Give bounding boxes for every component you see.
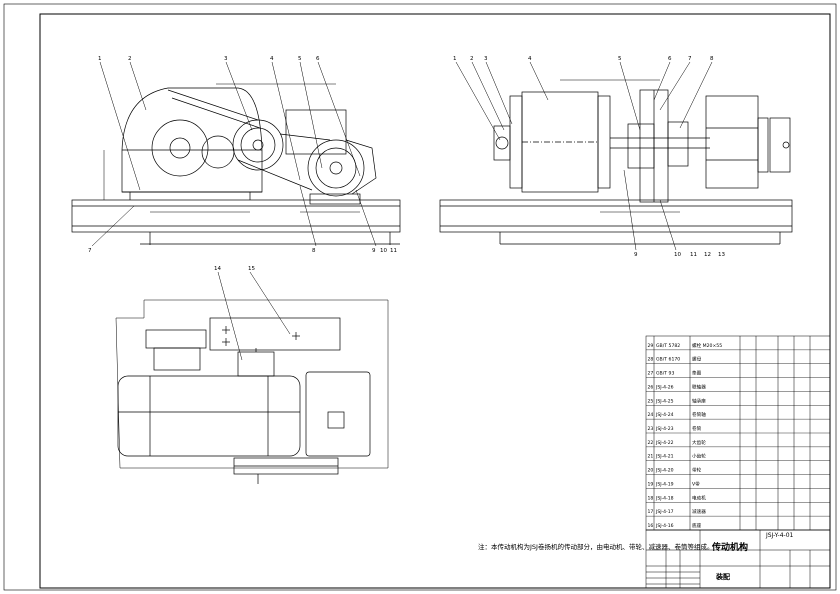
bom-cell-no: 20 xyxy=(648,468,654,474)
front-view xyxy=(439,61,793,251)
bom-cell-no: 18 xyxy=(648,495,654,501)
material-note: 装配 xyxy=(716,573,730,581)
bom-cell-no: 22 xyxy=(648,440,654,446)
bom-cell-no: 28 xyxy=(648,357,654,363)
inner-frame xyxy=(39,13,831,589)
bom-cell-name: 卷筒轴 xyxy=(692,411,706,418)
front-view-part-label: 4 xyxy=(528,56,532,62)
bom-cell-no: 26 xyxy=(648,384,654,390)
side-view-part-label: 5 xyxy=(298,56,302,62)
bom-cell-name: 卷筒 xyxy=(692,425,702,432)
bom-cell-name: 减速器 xyxy=(692,508,706,515)
bom-cell-no: 29 xyxy=(648,343,654,349)
side-view-part-label: 4 xyxy=(270,56,274,62)
bom-cell-no: 16 xyxy=(648,523,654,529)
bom-cell-no: 17 xyxy=(648,509,654,515)
plan-view-part-label: 15 xyxy=(248,266,255,272)
belt-guard xyxy=(209,317,341,351)
bom-cell-name: 联轴器 xyxy=(692,383,706,390)
bom-cell-code: GB/T 93 xyxy=(656,371,674,377)
bom-cell-no: 24 xyxy=(648,412,654,418)
plan-reducer xyxy=(117,375,301,457)
drawing-title: 传动机构 xyxy=(712,543,749,553)
plan-view xyxy=(115,271,389,484)
bom-cell-name: V带 xyxy=(692,481,700,487)
technical-note: 注：本传动机构为JSJ卷扬机的传动部分，由电动机、带轮、减速器、卷筒等组成。 xyxy=(478,543,714,551)
bom-cell-no: 19 xyxy=(648,481,654,487)
side-view xyxy=(71,61,401,247)
side-view-part-label: 10 xyxy=(380,248,387,254)
bom-cell-name: 底座 xyxy=(692,522,702,529)
side-view-part-label: 11 xyxy=(390,248,397,254)
bom-cell-code: JSJ-4-24 xyxy=(655,412,674,418)
bom-cell-code: JSJ-4-16 xyxy=(655,523,674,529)
front-view-part-label: 3 xyxy=(484,56,488,62)
bom-cell-name: 大齿轮 xyxy=(692,439,706,446)
front-base-frame xyxy=(439,199,793,233)
bom-cell-name: 轴承座 xyxy=(692,397,706,404)
bom-cell-no: 23 xyxy=(648,426,654,432)
bom-cell-name: 小齿轮 xyxy=(692,453,706,460)
bom-cell-name: 垫圈 xyxy=(692,370,702,377)
drawing-number: JSJ-Y-4-01 xyxy=(766,532,794,539)
front-reducer xyxy=(705,95,759,189)
bom-cell-code: GB/T 5782 xyxy=(656,343,680,349)
plan-view-part-label: 14 xyxy=(214,266,221,272)
side-view-part-label: 7 xyxy=(88,248,92,254)
bom-cell-no: 25 xyxy=(648,398,654,404)
front-view-part-label: 1 xyxy=(453,56,457,62)
front-view-part-label: 11 xyxy=(690,252,697,258)
bom-cell-code: JSJ-4-17 xyxy=(655,509,674,515)
front-view-part-label: 2 xyxy=(470,56,474,62)
outer-border xyxy=(3,3,837,591)
front-view-part-label: 9 xyxy=(634,252,638,258)
side-view-part-label: 3 xyxy=(224,56,228,62)
bom-cell-code: JSJ-4-21 xyxy=(655,454,674,460)
bom-cell-name: 电动机 xyxy=(692,494,706,501)
front-view-part-label: 13 xyxy=(718,252,725,258)
bom-cell-code: JSJ-4-25 xyxy=(655,398,674,404)
bom-cell-code: GB/T 6170 xyxy=(656,357,680,363)
motor-block xyxy=(285,109,347,155)
side-base-frame xyxy=(71,199,401,233)
side-view-part-label: 8 xyxy=(312,248,316,254)
bom-cell-code: JSJ-4-20 xyxy=(655,468,674,474)
front-view-part-label: 6 xyxy=(668,56,672,62)
bom-cell-code: JSJ-4-18 xyxy=(655,495,674,501)
side-view-part-label: 1 xyxy=(98,56,102,62)
bom-cell-code: JSJ-4-23 xyxy=(655,426,674,432)
plan-motor xyxy=(305,371,371,457)
front-view-part-label: 12 xyxy=(704,252,711,258)
bom-cell-code: JSJ-4-26 xyxy=(655,384,674,390)
bom-cell-name: 螺栓 M20×55 xyxy=(692,342,722,349)
front-view-part-label: 5 xyxy=(618,56,622,62)
bom-cell-no: 27 xyxy=(648,371,654,377)
side-view-part-label: 6 xyxy=(316,56,320,62)
front-view-part-label: 8 xyxy=(710,56,714,62)
motor-pulley xyxy=(307,139,365,197)
front-view-part-label: 10 xyxy=(674,252,681,258)
front-view-part-label: 7 xyxy=(688,56,692,62)
title-block xyxy=(645,529,831,589)
bom-cell-code: JSJ-4-19 xyxy=(655,481,674,487)
bom-cell-code: JSJ-4-22 xyxy=(655,440,674,446)
side-view-part-label: 9 xyxy=(372,248,376,254)
reducer-housing xyxy=(121,87,263,193)
side-view-part-label: 2 xyxy=(128,56,132,62)
bom-cell-name: 带轮 xyxy=(692,467,702,474)
bom-cell-no: 21 xyxy=(648,454,654,460)
bom-cell-name: 螺母 xyxy=(692,356,702,363)
